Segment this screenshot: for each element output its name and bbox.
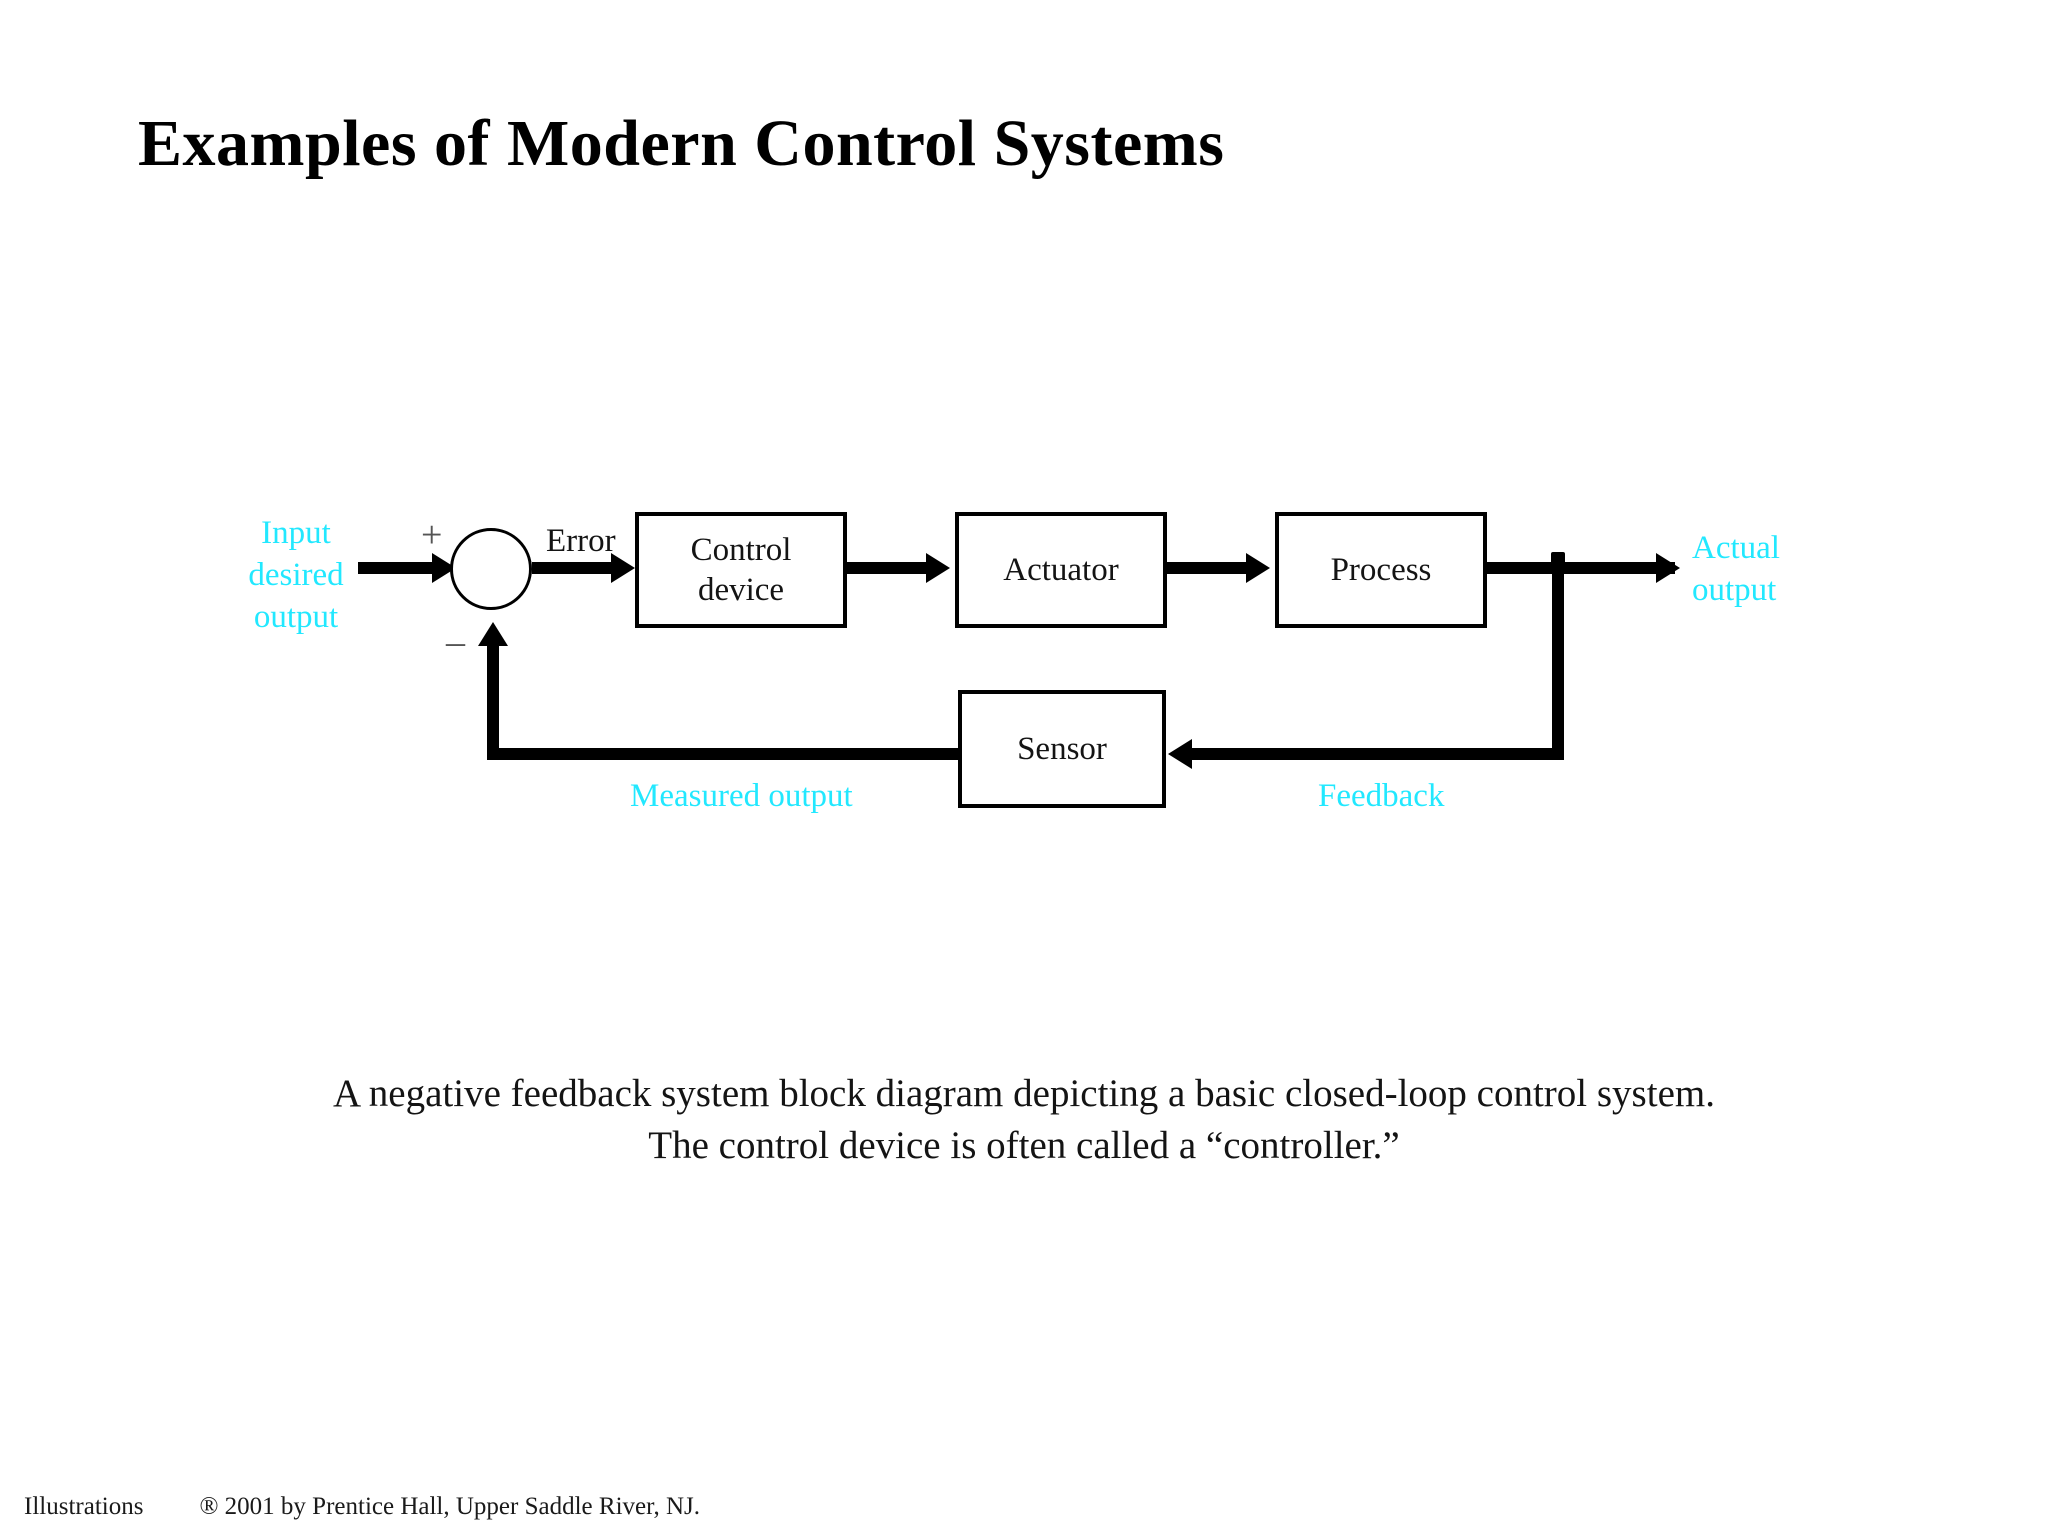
actuator-to-process-arrowhead-icon bbox=[1246, 553, 1270, 583]
page-title: Examples of Modern Control Systems bbox=[138, 107, 1225, 180]
footer: Illustrations ® 2001 by Prentice Hall, U… bbox=[24, 1492, 700, 1522]
block-process: Process bbox=[1275, 512, 1487, 628]
measured-output-line bbox=[487, 748, 960, 760]
error-signal-label: Error bbox=[546, 523, 616, 559]
error-arrowhead-icon bbox=[611, 553, 635, 583]
control-device-label-line2: device bbox=[697, 572, 785, 608]
feedback-horizontal-line bbox=[1192, 748, 1564, 760]
control-device-label-line1: Control bbox=[690, 532, 792, 568]
feedback-label: Feedback bbox=[1318, 778, 1445, 814]
actual-output-arrowhead-icon bbox=[1656, 553, 1680, 583]
input-signal-label: Input desired output bbox=[236, 512, 356, 638]
block-control-device: Control device bbox=[635, 512, 847, 628]
summing-plus-sign: + bbox=[421, 514, 443, 556]
actual-output-label: Actual output bbox=[1692, 527, 1842, 611]
actual-output-label-line2: output bbox=[1692, 572, 1777, 608]
input-label-line1: Input bbox=[261, 515, 331, 551]
input-label-line3: output bbox=[253, 599, 339, 635]
process-label: Process bbox=[1330, 552, 1432, 588]
summing-junction bbox=[450, 528, 532, 610]
summing-minus-sign: – bbox=[446, 621, 465, 663]
block-sensor: Sensor bbox=[958, 690, 1166, 808]
control-to-actuator-arrowhead-icon bbox=[926, 553, 950, 583]
sensor-label: Sensor bbox=[1017, 731, 1107, 767]
measured-output-vertical-line bbox=[487, 646, 499, 754]
block-actuator: Actuator bbox=[955, 512, 1167, 628]
control-to-actuator-line bbox=[847, 562, 935, 574]
process-output-line bbox=[1487, 562, 1675, 574]
actual-output-label-line1: Actual bbox=[1692, 530, 1780, 566]
caption-line-1: A negative feedback system block diagram… bbox=[333, 1072, 1715, 1115]
summing-input-arrowhead-icon bbox=[478, 622, 508, 646]
caption-line-2: The control device is often called a “co… bbox=[648, 1124, 1400, 1167]
feedback-vertical-line bbox=[1552, 562, 1564, 754]
input-label-line2: desired bbox=[248, 557, 344, 593]
input-signal-line bbox=[358, 562, 444, 574]
footer-copyright: ® 2001 by Prentice Hall, Upper Saddle Ri… bbox=[199, 1493, 700, 1520]
diagram-caption: A negative feedback system block diagram… bbox=[0, 1068, 2048, 1172]
feedback-arrowhead-icon bbox=[1168, 739, 1192, 769]
error-signal-line bbox=[532, 562, 620, 574]
actuator-label: Actuator bbox=[1003, 552, 1119, 588]
footer-label: Illustrations bbox=[24, 1493, 144, 1520]
actuator-to-process-line bbox=[1167, 562, 1255, 574]
measured-output-label: Measured output bbox=[630, 778, 853, 814]
